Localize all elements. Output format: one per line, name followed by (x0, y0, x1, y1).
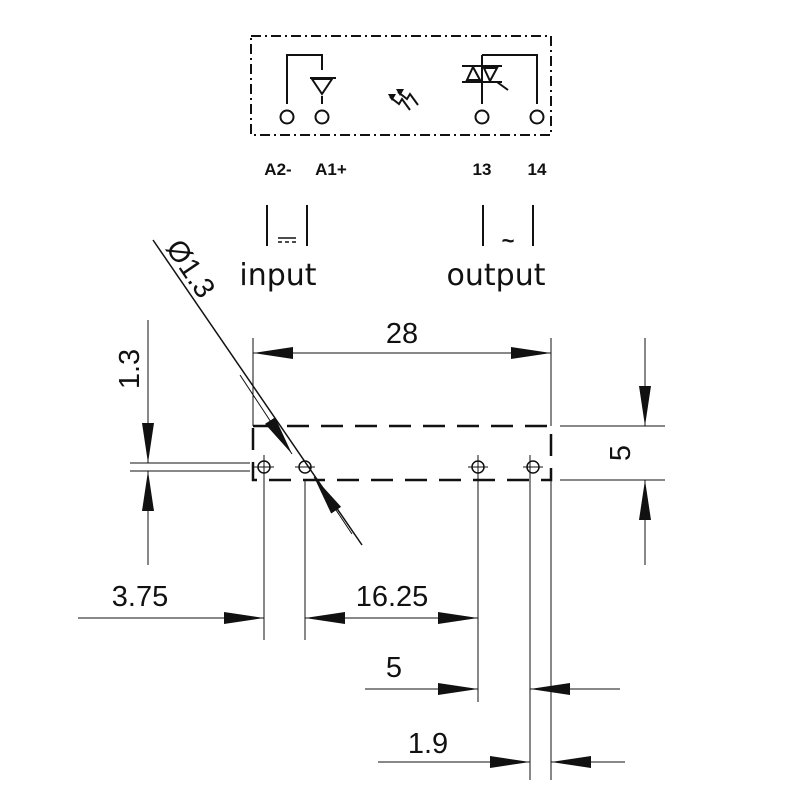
terminal-label-a2: A2- (264, 160, 291, 179)
ac-symbol: ~ (502, 228, 515, 253)
pin-position-dimension: 3.75 16.25 (78, 581, 478, 624)
light-arrows-icon (388, 89, 419, 111)
output-pitch-label: 5 (386, 652, 402, 684)
diode-icon (286, 54, 336, 104)
first-pin-label: 3.75 (112, 581, 168, 613)
terminal-a2-pin (279, 109, 295, 125)
width-dimension: 28 (253, 318, 551, 359)
terminal-label-14: 14 (528, 160, 547, 179)
io-symbols: input ~ output (239, 205, 546, 293)
pin-spacing-label: 16.25 (356, 581, 429, 613)
edge-offset-label: 1.3 (114, 349, 146, 389)
output-pitch-dimension: 5 (365, 652, 620, 695)
end-offset-label: 1.9 (408, 728, 448, 760)
end-offset-dimension: 1.9 (378, 728, 625, 768)
extension-lines (130, 338, 665, 780)
terminal-14-pin (529, 109, 545, 125)
height-dimension: 5 (605, 338, 651, 565)
terminal-label-13: 13 (473, 160, 492, 179)
hole-diameter-label: Ø1.3 (159, 234, 221, 304)
output-label: output (447, 258, 546, 293)
triac-icon (462, 54, 538, 104)
footprint-drawing: Ø1.3 28 1.3 5 3.75 16.25 (78, 234, 665, 780)
terminal-label-a1: A1+ (315, 160, 347, 179)
width-label: 28 (386, 318, 418, 350)
footprint-outline (251, 424, 553, 482)
housing-outline (250, 35, 552, 136)
input-label: input (239, 258, 316, 293)
dc-symbol-icon (278, 237, 296, 243)
circuit-schematic: A2- A1+ 13 14 (250, 35, 552, 179)
edge-offset-dimension: 1.3 (114, 320, 154, 565)
terminal-13-pin (474, 109, 490, 125)
pin-hole-14 (523, 460, 543, 474)
height-label: 5 (605, 445, 637, 461)
terminal-a1-pin (314, 109, 330, 125)
